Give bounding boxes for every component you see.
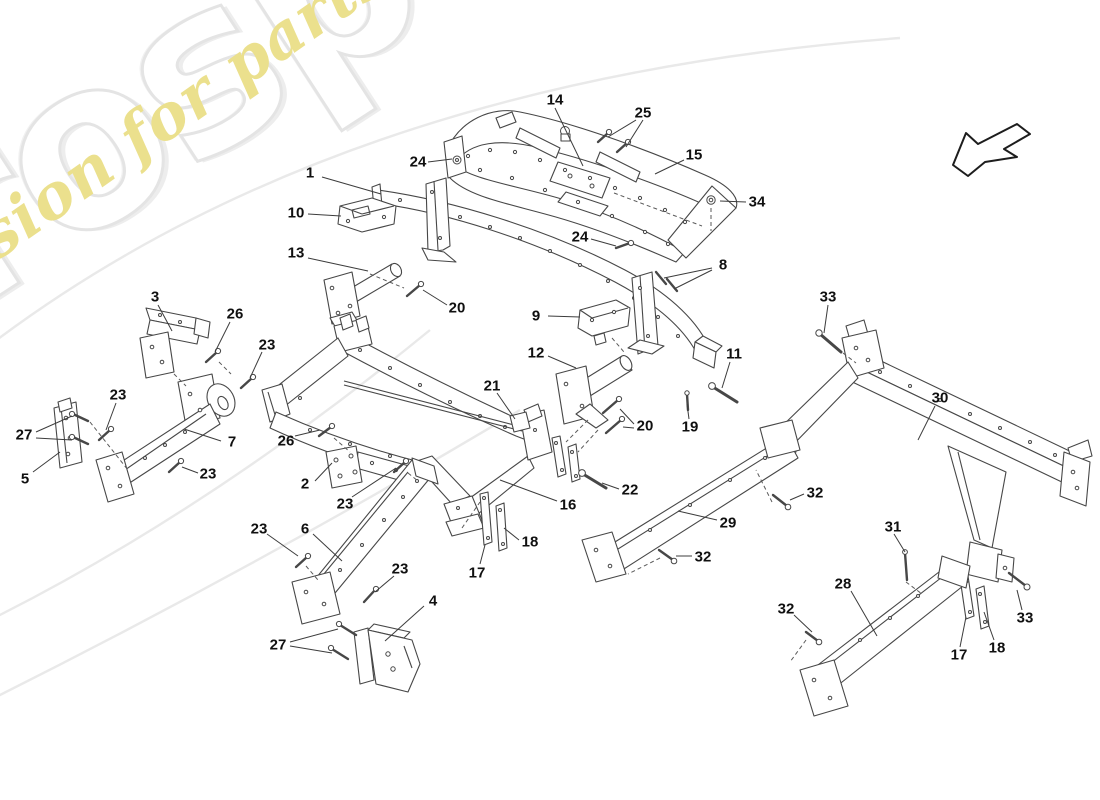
- part-callout-26: 26: [226, 305, 244, 323]
- part-callout-8: 8: [718, 256, 728, 274]
- callout-leader-lines: [32, 107, 1023, 654]
- part-callout-5: 5: [20, 470, 30, 488]
- part-callout-34: 34: [748, 193, 766, 211]
- part-callout-9: 9: [531, 307, 541, 325]
- part-callout-23: 23: [258, 336, 276, 354]
- part-callout-2: 2: [300, 475, 310, 493]
- part-callout-10: 10: [287, 204, 305, 222]
- part-callout-33: 33: [1016, 609, 1034, 627]
- part-1-side-member: [371, 177, 723, 369]
- part-10-bracket: [337, 197, 397, 233]
- part-callout-6: 6: [300, 520, 310, 538]
- part-callout-32: 32: [777, 600, 795, 618]
- part-callout-23: 23: [391, 560, 409, 578]
- part-21-rod: [343, 380, 531, 433]
- part-callout-12: 12: [527, 344, 545, 362]
- part-callout-32: 32: [806, 484, 824, 502]
- part-callout-23: 23: [109, 386, 127, 404]
- part-callout-18: 18: [521, 533, 539, 551]
- part-callout-23: 23: [250, 520, 268, 538]
- part-3-bracket-beam: [139, 307, 211, 379]
- part-callout-17: 17: [468, 564, 486, 582]
- part-callout-28: 28: [834, 575, 852, 593]
- part-28-side-member: [799, 555, 971, 717]
- assembly-dashed-lines: [89, 192, 923, 663]
- part-callout-17: 17: [950, 646, 968, 664]
- part-callout-11: 11: [726, 345, 742, 363]
- part-7-side-member-front: [95, 373, 236, 503]
- part-callout-1: 1: [305, 164, 315, 182]
- part-6-side-member: [291, 457, 439, 625]
- part-callout-3: 3: [150, 288, 160, 306]
- part-29-side-member: [581, 419, 801, 583]
- part-callout-18: 18: [988, 639, 1006, 657]
- part-callout-21: 21: [483, 377, 501, 395]
- part-callout-16: 16: [559, 496, 577, 514]
- part-callout-27: 27: [15, 426, 33, 444]
- part-4-bracket: [353, 623, 421, 693]
- direction-arrow-icon: [952, 123, 1031, 177]
- part-callout-31: 31: [884, 518, 902, 536]
- part-callout-13: 13: [287, 244, 305, 262]
- part-callout-30: 30: [931, 389, 949, 407]
- part-callout-14: 14: [546, 91, 564, 109]
- part-17-18-straps: [479, 435, 990, 630]
- part-callout-24: 24: [571, 228, 589, 246]
- part-5-plate: [53, 397, 83, 469]
- part-callout-24: 24: [409, 153, 427, 171]
- part-callout-20: 20: [636, 417, 654, 435]
- part-callout-23: 23: [336, 495, 354, 513]
- part-callout-32: 32: [694, 548, 712, 566]
- part-callout-27: 27: [269, 636, 287, 654]
- part-callout-4: 4: [428, 592, 438, 610]
- part-12-bracket: [555, 355, 633, 429]
- part-callout-22: 22: [621, 481, 639, 499]
- part-callout-20: 20: [448, 299, 466, 317]
- part-callout-25: 25: [634, 104, 652, 122]
- fasteners: [68, 128, 1031, 661]
- part-callout-23: 23: [199, 465, 217, 483]
- part-callout-7: 7: [227, 433, 237, 451]
- part-callout-26: 26: [277, 432, 295, 450]
- part-callout-15: 15: [685, 146, 703, 164]
- part-9-bracket: [577, 299, 631, 346]
- part-callout-19: 19: [681, 418, 699, 436]
- part-15-rear-crossmember: [443, 110, 738, 263]
- part-callout-29: 29: [719, 514, 737, 532]
- part-callout-33: 33: [819, 288, 837, 306]
